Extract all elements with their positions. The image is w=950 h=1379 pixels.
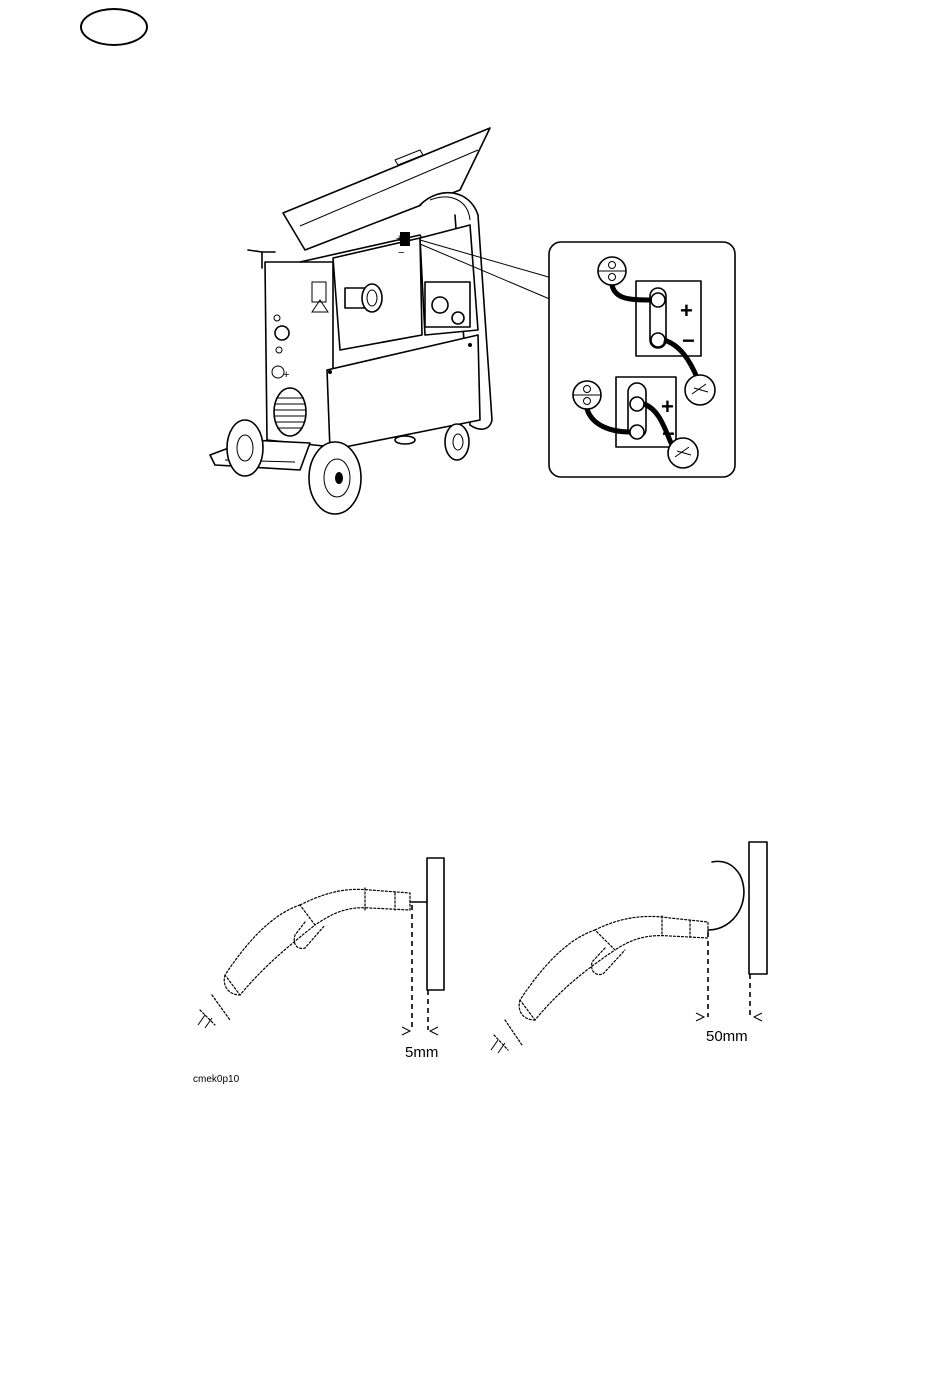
stickout-label-right: 50mm (706, 1028, 748, 1045)
stickout-label-left: 5mm (405, 1044, 438, 1061)
workpiece-left (427, 858, 444, 990)
workpiece-right (749, 842, 767, 974)
figure-code: cmek0p10 (193, 1074, 239, 1085)
torch-right (491, 842, 767, 1053)
torch-left (198, 858, 444, 1035)
